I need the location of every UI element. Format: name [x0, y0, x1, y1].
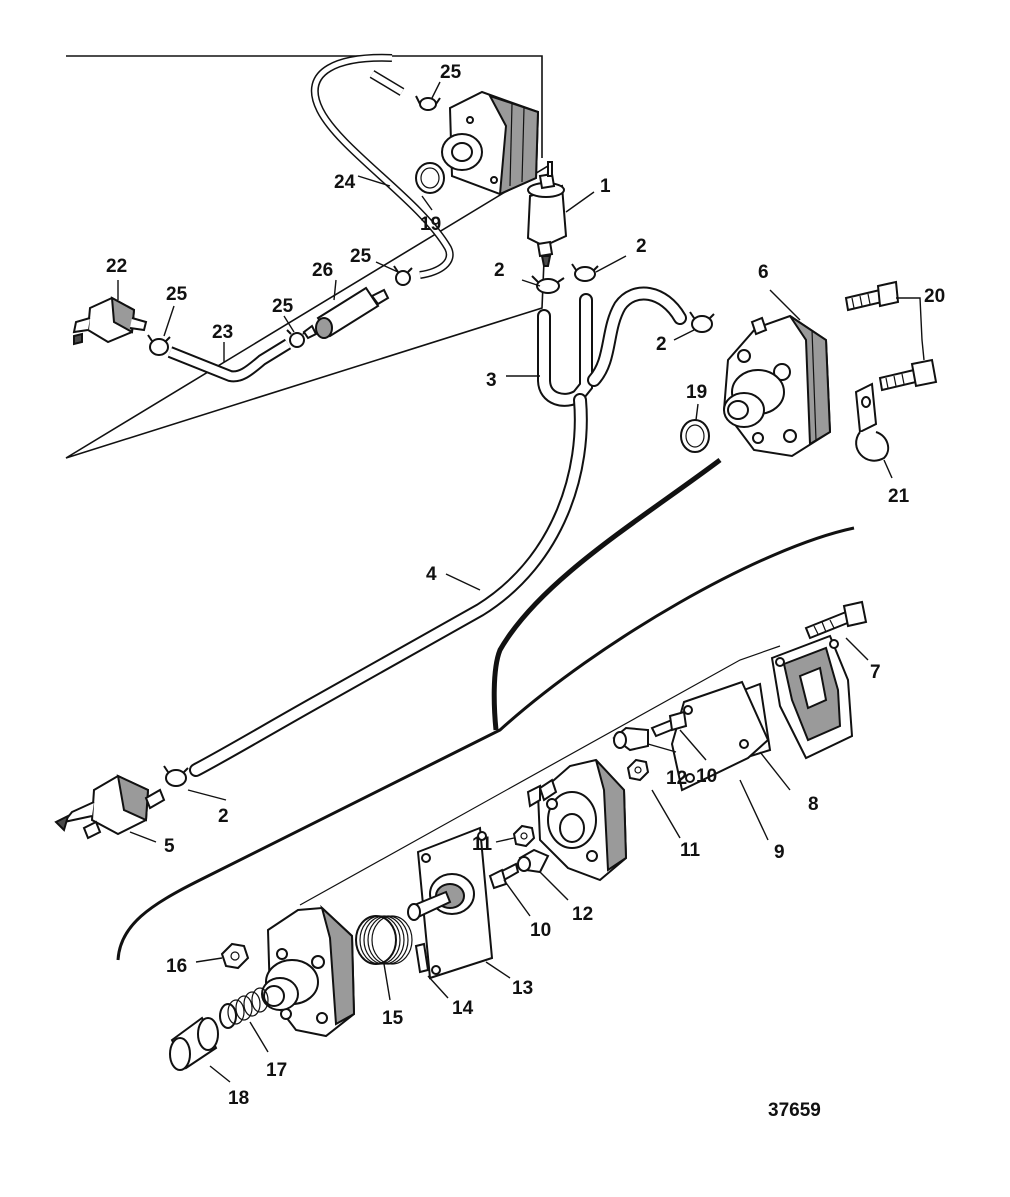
callout-25-top: 25 — [440, 62, 462, 83]
inset-clamp-left — [147, 334, 171, 356]
callout-12-upper: 12 — [666, 768, 687, 789]
fuel-pump-6 — [722, 314, 832, 458]
clamp-2-right — [571, 263, 599, 282]
inset-fuel-pump — [441, 90, 540, 196]
callout-26: 26 — [312, 260, 333, 281]
callout-23: 23 — [212, 322, 233, 343]
check-valve-12-lower — [517, 848, 550, 874]
callout-13: 13 — [512, 978, 533, 999]
clamp-2-lower — [163, 765, 189, 787]
nut-11-lower — [512, 824, 536, 848]
pump-body — [526, 758, 628, 882]
callout-2-pump: 2 — [656, 334, 667, 355]
pump-cover-plate — [770, 634, 854, 760]
callout-16: 16 — [166, 956, 187, 977]
callout-11-lower: 11 — [472, 834, 493, 855]
callout-19: 19 — [686, 382, 707, 403]
nut-11-upper — [626, 758, 650, 782]
bolt-20-lower — [878, 358, 938, 392]
fuel-filter-1 — [526, 161, 568, 267]
bolt-20-upper — [844, 280, 900, 312]
inset-connector-22 — [72, 296, 148, 346]
callout-7: 7 — [870, 662, 881, 683]
callout-17: 17 — [266, 1060, 287, 1081]
screw-10-upper — [650, 710, 688, 738]
gasket-9 — [670, 680, 770, 792]
inset-clamp-middle — [393, 265, 413, 286]
nut-16 — [220, 942, 250, 970]
callout-19-inset: 19 — [420, 214, 441, 235]
engine-outline — [116, 526, 855, 961]
callout-25-lower: 25 — [272, 296, 294, 317]
clamp-2-pump — [689, 311, 715, 333]
callout-8: 8 — [808, 794, 819, 815]
connector-5 — [54, 774, 166, 840]
callout-21: 21 — [888, 486, 910, 507]
callout-25-left: 25 — [166, 284, 188, 305]
routing-line — [491, 457, 722, 731]
callout-12-lower: 12 — [572, 904, 593, 925]
leader-lines — [117, 81, 925, 1083]
callout-22: 22 — [106, 256, 127, 277]
clip-21 — [854, 382, 890, 462]
callout-3: 3 — [486, 370, 497, 391]
hose-3 — [537, 293, 593, 407]
callout-18: 18 — [228, 1088, 249, 1109]
callout-2-right: 2 — [636, 236, 647, 257]
check-valve-12-upper — [612, 726, 649, 752]
callout-6: 6 — [758, 262, 769, 283]
callout-2-lower: 2 — [218, 806, 229, 827]
screw-7 — [804, 600, 868, 640]
callout-5: 5 — [164, 836, 175, 857]
callout-4: 4 — [426, 564, 437, 585]
o-ring-19 — [680, 419, 710, 453]
hose-4 — [189, 393, 588, 777]
callout-10-lower: 10 — [530, 920, 551, 941]
callout-24: 24 — [334, 172, 356, 193]
clamp-2-left — [531, 275, 565, 294]
callout-1: 1 — [600, 176, 611, 197]
inset-filter-26 — [302, 286, 390, 340]
callout-15: 15 — [382, 1008, 404, 1029]
callout-14: 14 — [452, 998, 474, 1019]
inset-o-ring — [415, 162, 445, 194]
spring-17 — [219, 987, 269, 1029]
screw-10-lower — [488, 862, 520, 890]
diaphragm-13 — [407, 826, 494, 980]
inset-clamp-lower — [286, 329, 308, 348]
callout-20: 20 — [924, 286, 945, 307]
diagram-id: 37659 — [768, 1100, 821, 1121]
inset-clamp-top — [415, 95, 441, 111]
callout-25-middle: 25 — [350, 246, 372, 267]
front-housing — [261, 904, 356, 1038]
callout-9: 9 — [774, 842, 785, 863]
explode-axis — [299, 645, 781, 906]
callout-11-upper: 11 — [680, 840, 701, 861]
callout-2-left: 2 — [494, 260, 505, 281]
spring-15 — [355, 915, 413, 965]
pin-14 — [414, 942, 430, 974]
plunger-18 — [169, 1016, 219, 1071]
callout-10-upper: 10 — [696, 766, 717, 787]
